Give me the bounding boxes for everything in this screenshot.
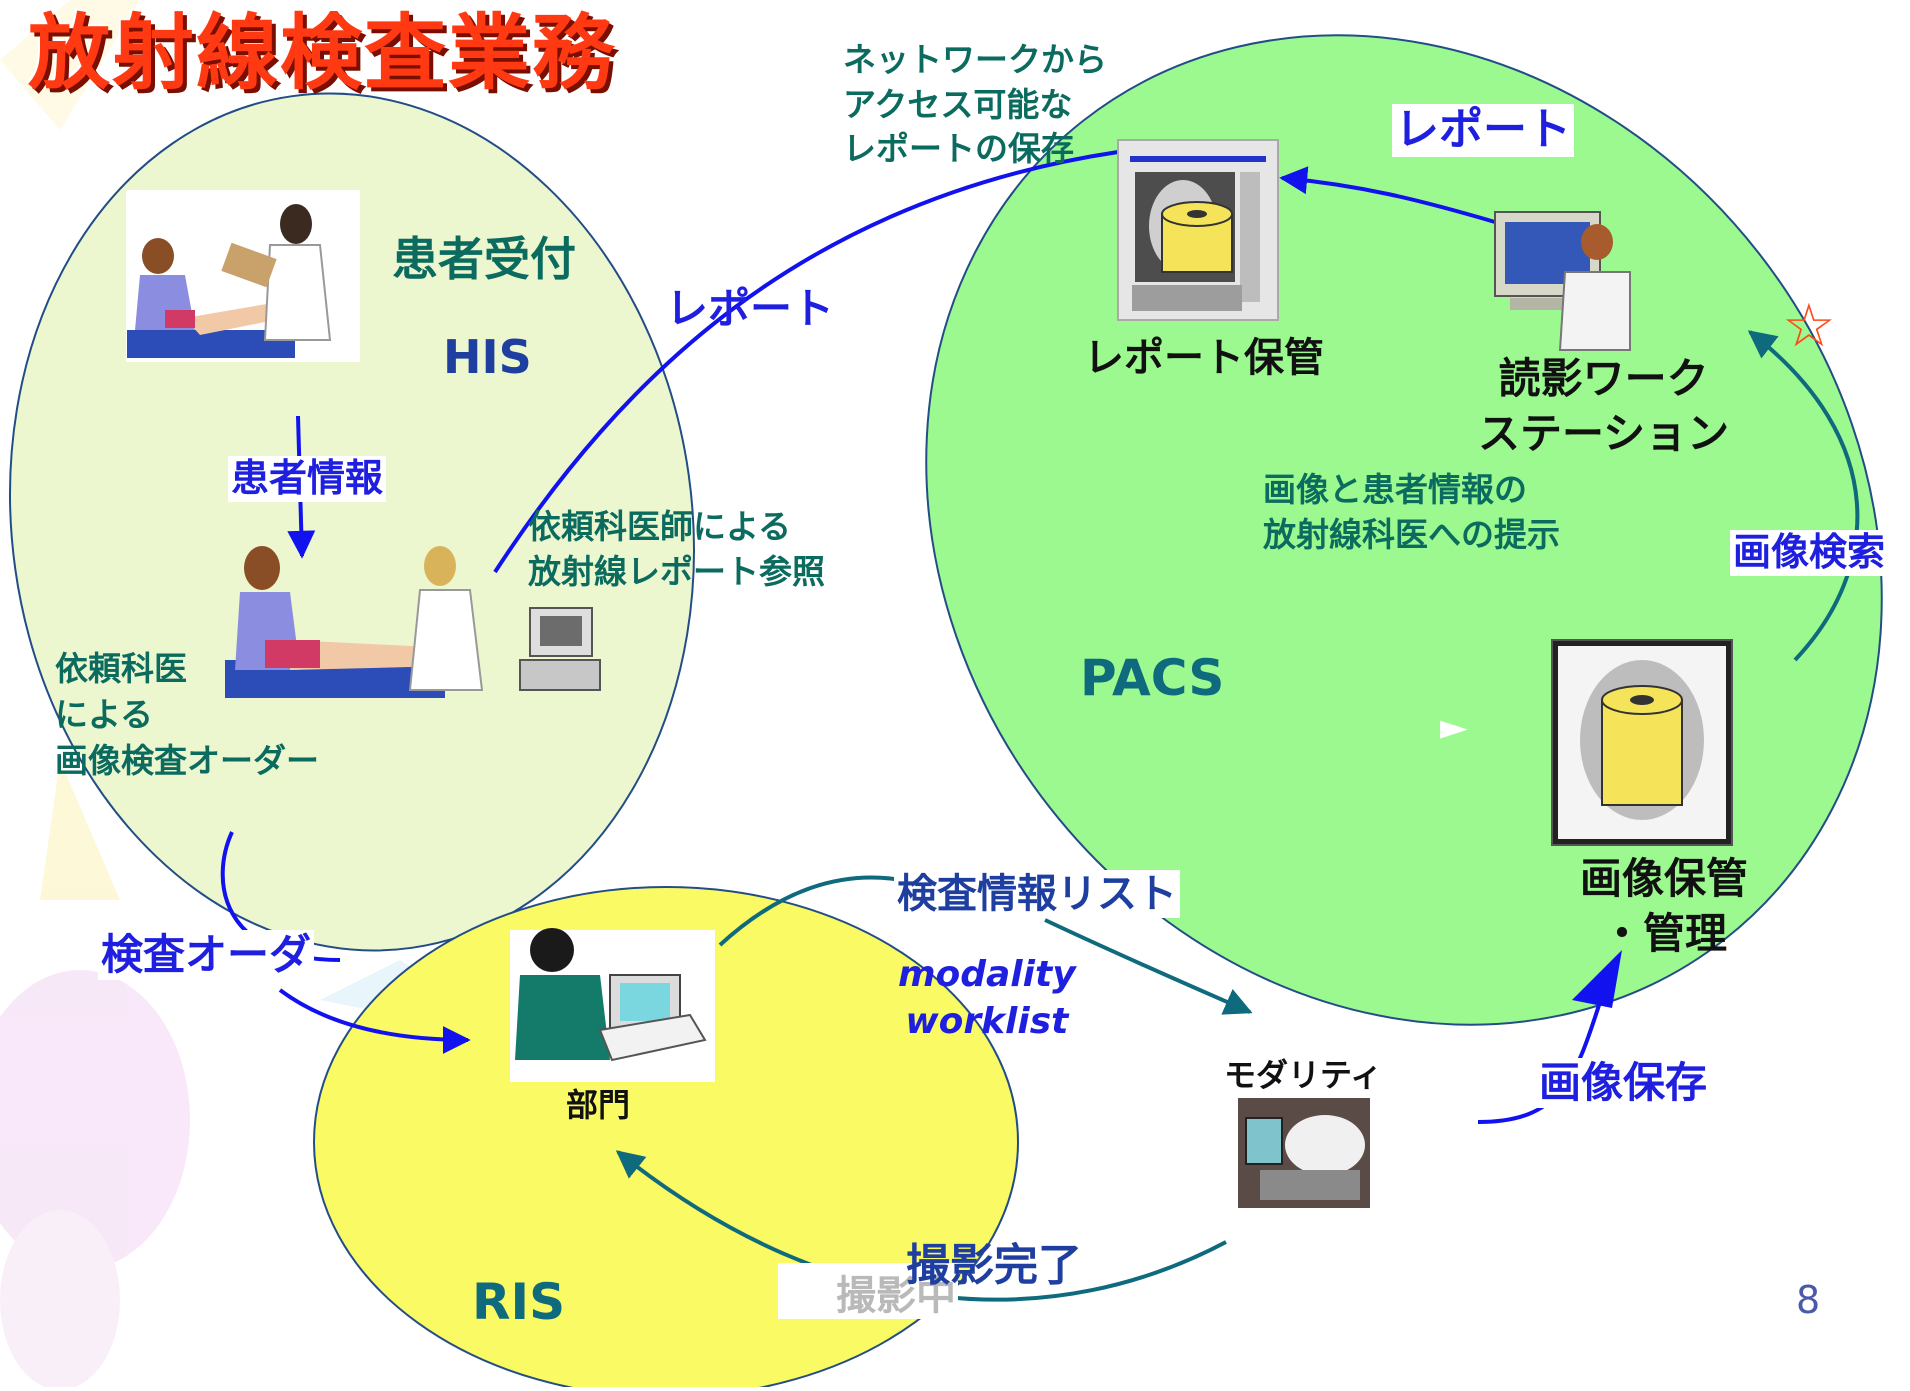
report-storage-icon [1117, 139, 1279, 321]
worklist-en-label: modality worklist [898, 954, 1076, 1042]
arrow-worklist [718, 875, 903, 947]
presentation-label: 画像と患者情報の 放射線科医への提示 [1263, 470, 1560, 554]
page-number: 8 [1796, 1278, 1821, 1322]
modality-icon [1238, 1098, 1370, 1208]
ris-system-label: RIS [472, 1273, 566, 1331]
triangle-arrow-icon: ► [1440, 707, 1468, 748]
report-storage-label: レポート保管 [1084, 335, 1324, 381]
reading-workstation-icon [1494, 211, 1631, 351]
his-reception-label: 患者受付 [392, 232, 576, 286]
pacs-system-label: PACS [1080, 649, 1225, 707]
in-progress-ghost: 撮影中 [778, 1263, 958, 1319]
department-icon [510, 928, 715, 1082]
his-system-label: HIS [443, 330, 532, 384]
image-store-label: 画像保存 [1536, 1058, 1711, 1109]
modality-label: モダリティ [1224, 1056, 1383, 1094]
page-title: 放射線検査業務 [28, 6, 617, 101]
image-search-label: 画像検索 [1730, 530, 1889, 576]
reading-ws-label: 読影ワーク ステーション [1478, 354, 1730, 458]
report-left-label: レポート [666, 284, 835, 333]
department-label: 部門 [566, 1086, 631, 1124]
exam-order-label: 検査オーダ [98, 930, 315, 981]
worklist-label: 検査情報リスト [894, 870, 1180, 918]
image-archive-label: 画像保管 ・管理 [1580, 854, 1749, 958]
order-by-physician-label: 依頼科医 による 画像検査オーダー [55, 649, 319, 781]
exam-complete-label: 撮影完了 [906, 1240, 1082, 1291]
arrow-exam-order-to-ris [278, 988, 471, 1054]
patient-info-label: 患者情報 [228, 456, 387, 502]
physician-icon [225, 546, 601, 698]
image-archive-icon [1551, 639, 1733, 846]
arrow-image-search [1747, 330, 1860, 662]
report-reference-label: 依頼科医師による 放射線レポート参照 [528, 507, 825, 591]
arrowhead-image-store [1572, 950, 1622, 1008]
reception-icon [126, 190, 360, 362]
report-top-label: レポート [1392, 104, 1574, 157]
arrow-worklist-to-modality [1044, 918, 1253, 1015]
arrow-report-to-physician [493, 150, 1119, 574]
network-report-label: ネットワークから アクセス可能な レポートの保存 [843, 40, 1107, 169]
in-progress-ghost-text: 撮影中 [836, 1273, 956, 1319]
star-icon: ☆ [1782, 291, 1836, 361]
arrow-workstation-to-storage [1279, 166, 1496, 224]
